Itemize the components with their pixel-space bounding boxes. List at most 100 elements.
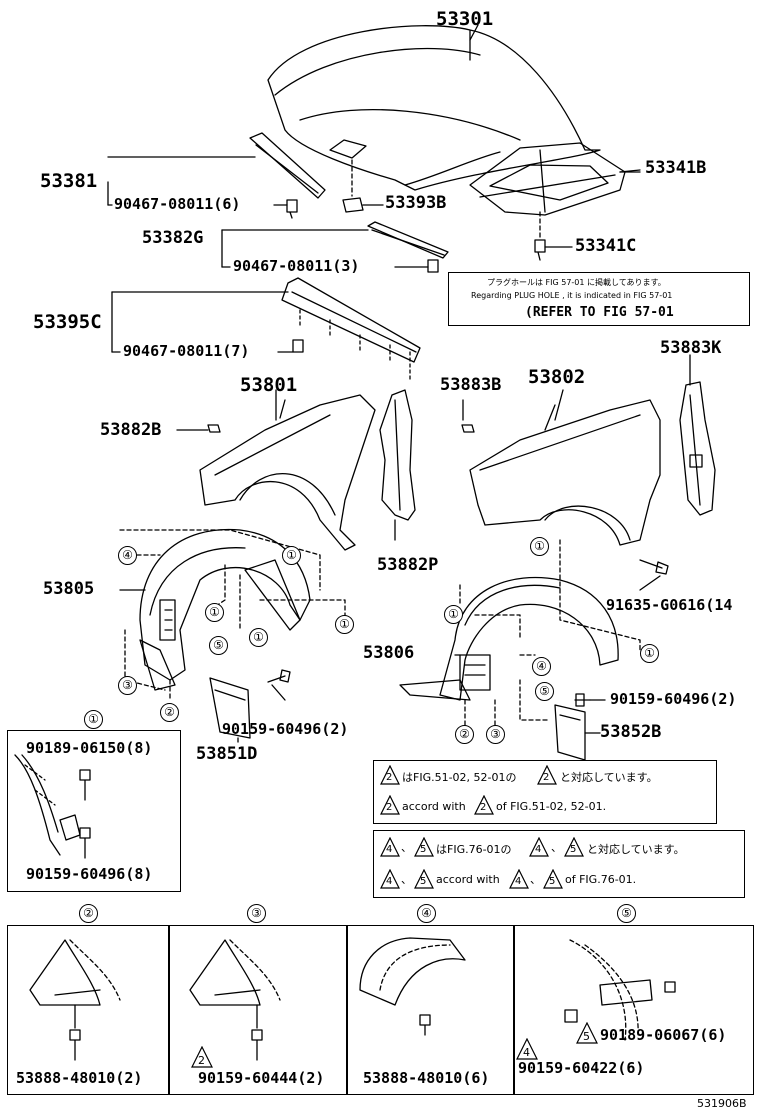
detail-5-label-5: 90189-06067(6) [600,1026,727,1044]
triangle-4-mark: 4 [535,844,542,855]
callout-1-left-b: ① [205,603,224,622]
liner-53805-shape [139,528,311,691]
note2-en-mid: accord with [402,800,466,813]
note45-jp-mid: はFIG.76-01の [436,843,512,856]
plug-note-ref: (REFER TO FIG 57-01 [525,305,674,320]
clip-90467c-shape [292,339,304,353]
triangle-4-icon [380,837,400,857]
label-53851d: 53851D [196,744,258,764]
triangle-5-icon [414,869,434,889]
detail-5-mark5: 5 [583,1030,590,1043]
triangle-5-mark: 5 [420,844,427,855]
label-90467-08011-3: 90467-08011(3) [233,257,360,275]
triangle-5-mark: 5 [420,876,427,887]
detail-1-panel: 90189-06150(8) 90159-60496(8) [7,730,181,892]
screw-90159b-shape [574,693,591,707]
note45-en-mid: accord with [436,873,500,886]
label-53382g: 53382G [142,228,204,248]
seal-53395c-shape [281,277,421,381]
triangle-2-mark: 2 [386,802,393,813]
fender-53801-shape [199,394,376,551]
callout-4-left: ④ [118,546,137,565]
detail-5-label-4: 90159-60422(6) [518,1059,645,1077]
callout-4-right: ④ [532,657,551,676]
label-53301: 53301 [436,8,494,30]
label-90467-08011-7: 90467-08011(7) [123,342,250,360]
detail-5-drawing [564,939,676,1041]
clip-53341c-shape [534,239,546,261]
note45-sep: 、 [551,841,562,854]
triangle-2-icon [380,765,400,785]
detail-2-drawing [29,939,121,1061]
figure-id: 531906B [697,1097,747,1110]
label-53882p: 53882P [377,555,439,575]
screw-90159a-shape [267,669,291,683]
plug-note-jp: プラグホールは FIG 57-01 に掲載してあります。 [487,278,666,287]
triangle-5-icon [543,869,563,889]
triangle-2-icon [474,795,494,815]
detail-2-title: ② [79,904,98,923]
detail-5-mark4: 4 [523,1046,530,1059]
detail-4-drawing [359,937,466,1036]
label-53852b: 53852B [600,722,662,742]
pad-53882b-shape [207,424,221,433]
fender-53802-shape [469,399,661,546]
callout-5-left: ⑤ [209,636,228,655]
triangle-4-icon [516,1038,538,1060]
protector-53882p-shape [379,389,416,521]
triangle-4-mark: 4 [386,876,393,887]
label-53806: 53806 [363,643,415,663]
hood-shape [267,24,601,191]
screw-91635-shape [639,559,669,575]
triangle-2-icon [537,765,557,785]
detail-3-mark: 2 [198,1054,205,1067]
detail-3-title: ③ [247,904,266,923]
label-53801: 53801 [240,374,298,396]
note2-jp-end: と対応しています。 [560,771,658,784]
label-53883k: 53883K [660,338,722,358]
callout-1-right-b: ① [444,605,463,624]
note-mark-4-5: 4 、 5 はFIG.76-01の 4 、 5 と対応しています。 4 、 5 … [373,830,745,898]
label-90159-60496-right: 90159-60496(2) [610,690,737,708]
callout-2-right: ② [455,725,474,744]
triangle-5-mark: 5 [549,876,556,887]
triangle-5-icon [576,1022,598,1044]
callout-routes [119,529,641,726]
callout-3-right: ③ [486,725,505,744]
detail-2-label: 53888-48010(2) [16,1069,143,1087]
callout-1-left-c: ① [335,615,354,634]
note45-sep: 、 [401,873,412,886]
triangle-4-icon [509,869,529,889]
detail-1-drawing [14,754,91,859]
label-53802: 53802 [528,366,586,388]
note45-sep: 、 [401,841,412,854]
detail-1-title: ① [84,710,103,729]
label-53882b: 53882B [100,420,162,440]
hood-seal-53382g-shape [367,221,449,259]
triangle-2-icon [380,795,400,815]
triangle-5-icon [564,837,584,857]
triangle-2-icon [191,1046,213,1068]
cushion-53393b-shape [342,197,364,213]
label-90467-08011-6: 90467-08011(6) [114,195,241,213]
label-53341c: 53341C [575,236,637,256]
note45-jp-end: と対応しています。 [587,843,685,856]
detail-1-top-label: 90189-06150(8) [26,739,153,757]
triangle-2-mark: 2 [480,802,487,813]
leader-lines [107,29,691,743]
note-mark-2: 2 はFIG.51-02, 52-01の 2 と対応しています。 2 accor… [373,760,717,824]
triangle-4-mark: 4 [515,876,522,887]
callout-1-left-a: ① [282,546,301,565]
detail-5-title: ⑤ [617,904,636,923]
triangle-5-icon [414,837,434,857]
hood-seal-53381-shape [249,132,326,199]
triangle-5-mark: 5 [570,844,577,855]
clip-90467a-shape [286,199,298,219]
triangle-2-mark: 2 [543,772,550,783]
clip-90467b-shape [427,259,439,273]
label-53341b: 53341B [645,158,707,178]
liner-53806-shape [399,576,619,701]
note2-en-end: of FIG.51-02, 52-01. [496,800,607,813]
callout-3-left: ③ [118,676,137,695]
